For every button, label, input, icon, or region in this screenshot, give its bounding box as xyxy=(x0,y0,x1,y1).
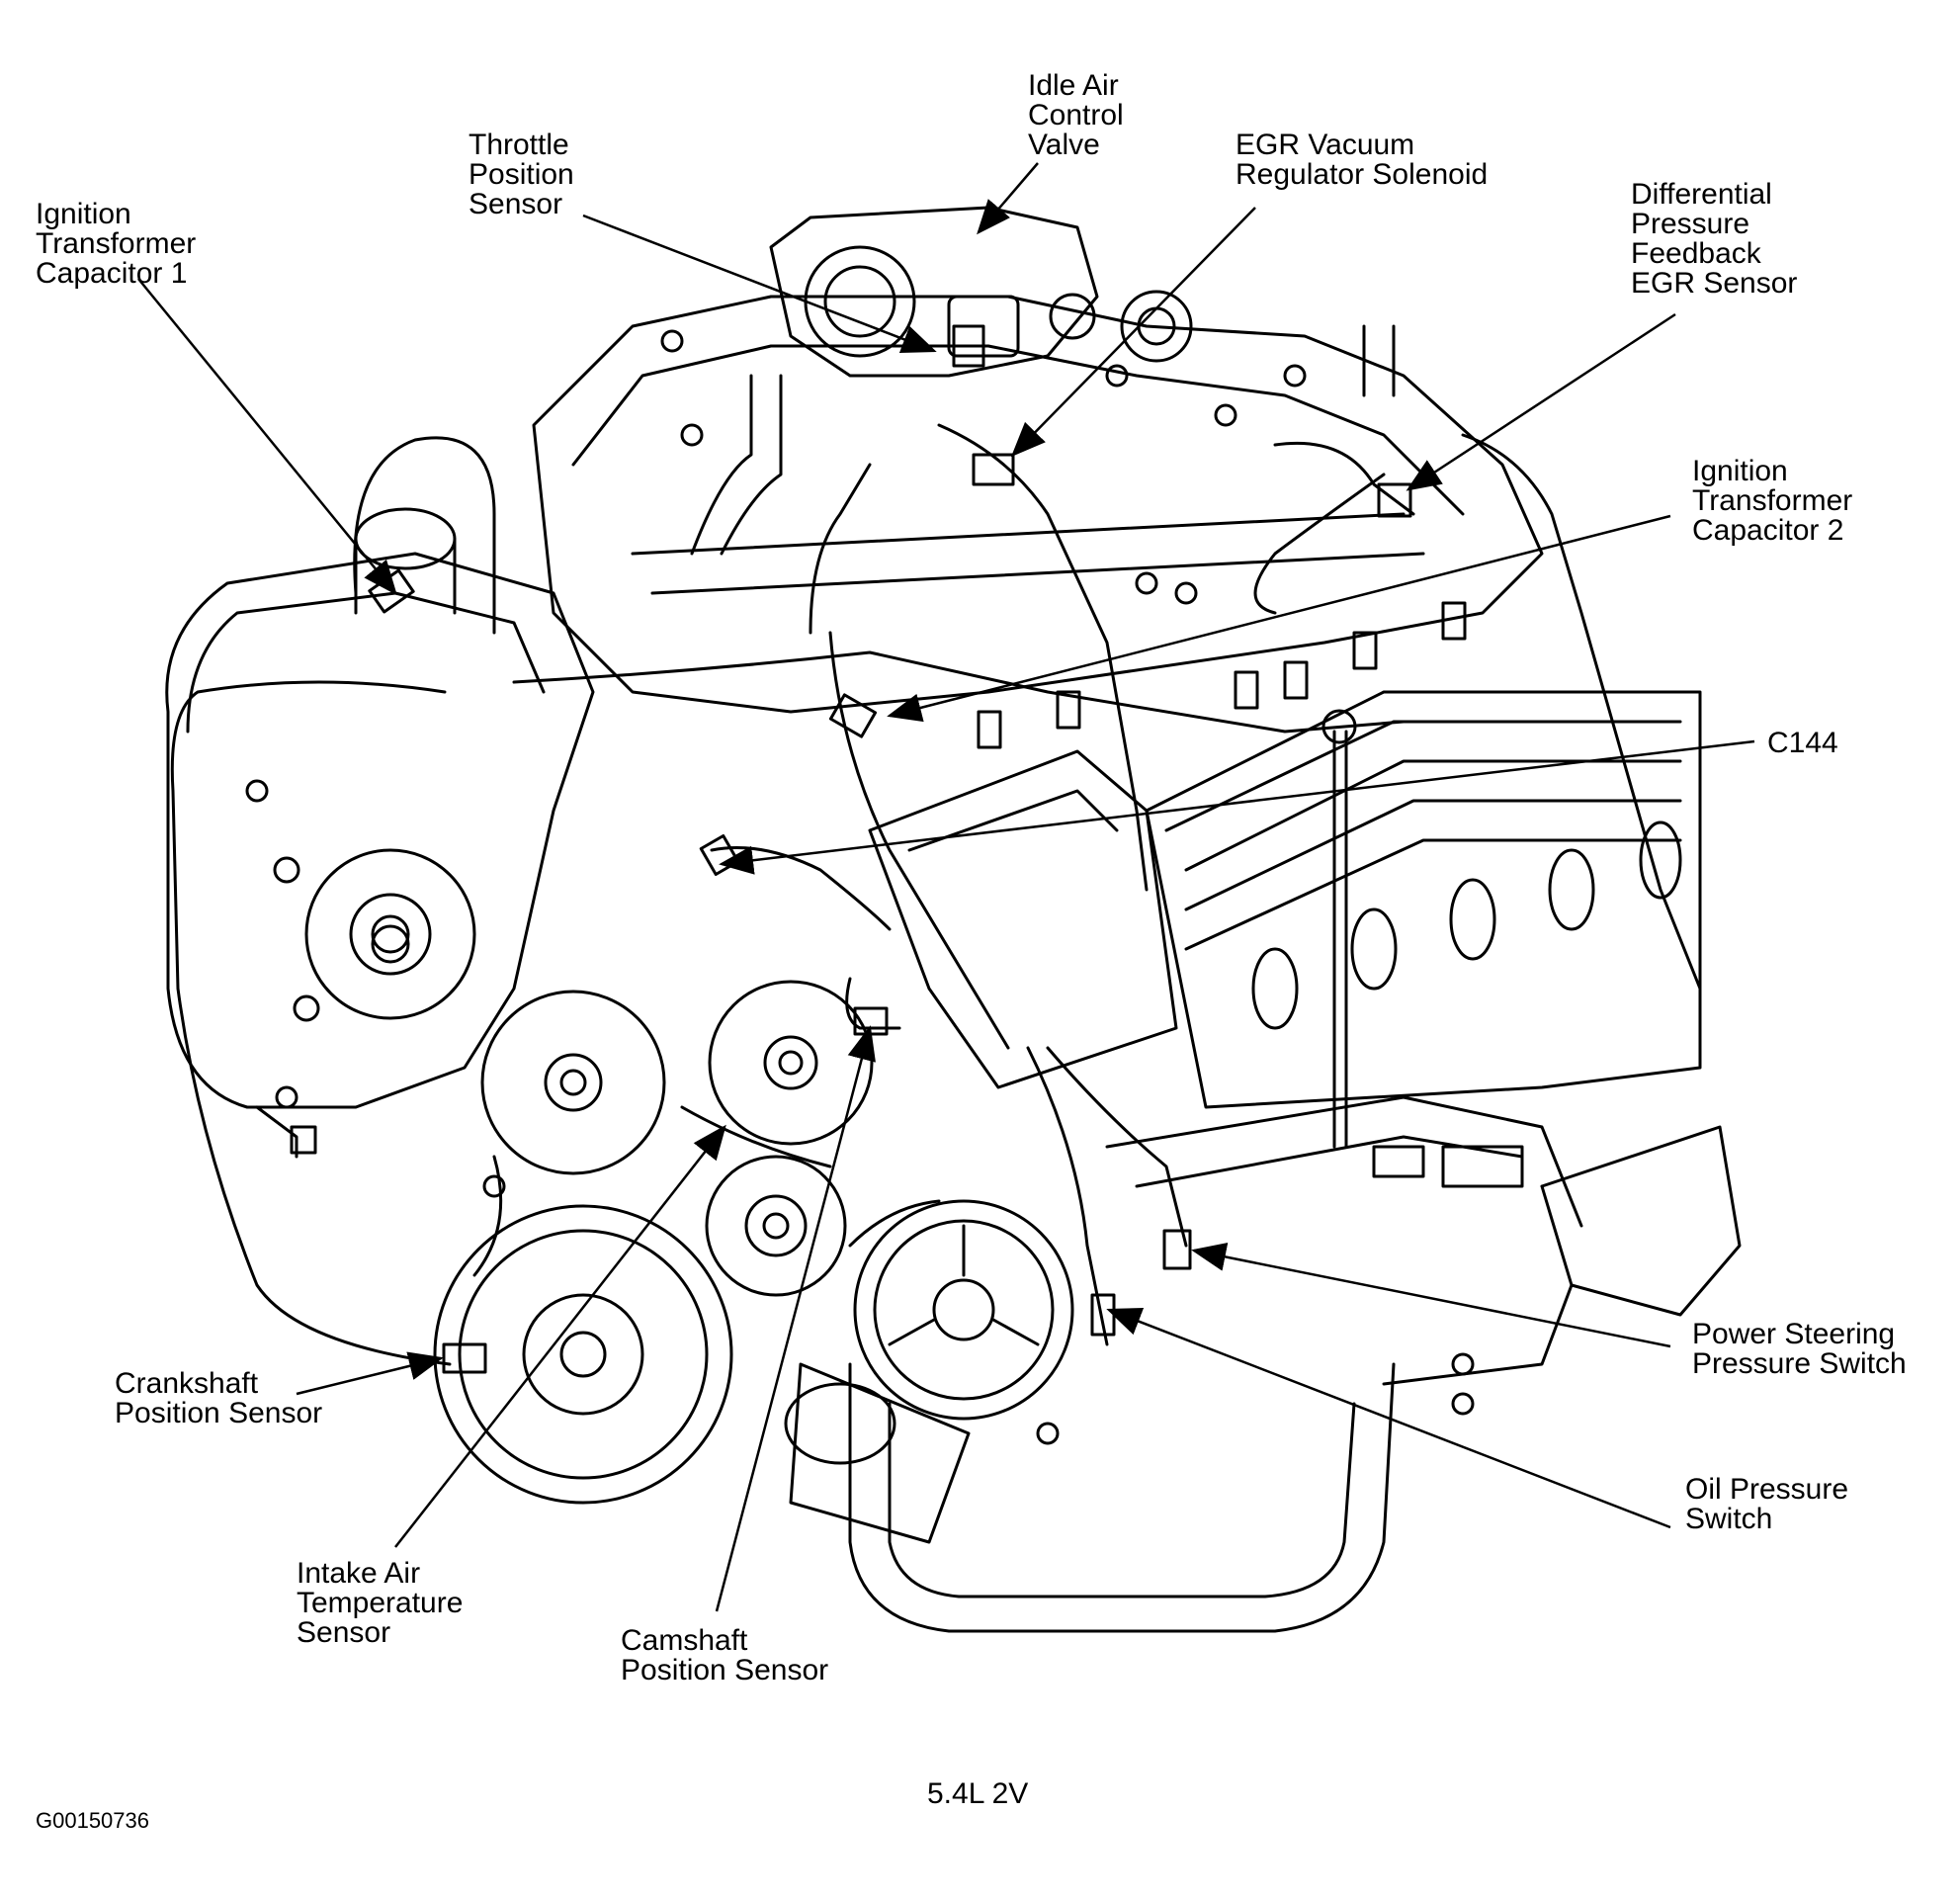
label-camshaft-position-sensor: Camshaft Position Sensor xyxy=(621,1624,829,1686)
leader-lines xyxy=(137,162,1755,1612)
leader-c144 xyxy=(719,739,1755,875)
leader-power-steering-switch xyxy=(1191,1243,1671,1348)
label-oil-pressure-switch: Oil Pressure Switch xyxy=(1685,1473,1849,1535)
leader-ignition-capacitor-2 xyxy=(887,514,1671,723)
leader-camshaft-position-sensor xyxy=(715,1025,876,1612)
leader-crankshaft-position-sensor xyxy=(296,1351,444,1396)
label-power-steering-pressure-switch: Power Steering Pressure Switch xyxy=(1692,1318,1907,1380)
diagram-caption: 5.4L 2V xyxy=(927,1777,1029,1810)
label-egr-vacuum-regulator-solenoid: EGR Vacuum Regulator Solenoid xyxy=(1236,129,1489,191)
engine-illustration xyxy=(165,206,1742,1633)
label-crankshaft-position-sensor: Crankshaft Position Sensor xyxy=(115,1367,323,1429)
leader-ignition-capacitor-1 xyxy=(137,278,397,596)
label-c144: C144 xyxy=(1767,727,1838,759)
leader-egr-vacuum-regulator xyxy=(1010,207,1256,458)
leader-idle-air-control-valve xyxy=(977,162,1039,235)
label-differential-pressure-feedback-egr-sensor: Differential Pressure Feedback EGR Senso… xyxy=(1631,178,1798,300)
figure-code: G00150736 xyxy=(36,1808,149,1833)
leader-oil-pressure-switch xyxy=(1106,1307,1671,1529)
leader-throttle-position-sensor xyxy=(582,214,937,354)
label-intake-air-temperature-sensor: Intake Air Temperature Sensor xyxy=(297,1557,464,1649)
leader-intake-air-temp-sensor xyxy=(394,1124,726,1548)
leader-differential-pressure-egr xyxy=(1406,312,1676,491)
label-ignition-transformer-capacitor-1: Ignition Transformer Capacitor 1 xyxy=(36,198,197,290)
label-throttle-position-sensor: Throttle Position Sensor xyxy=(469,129,574,220)
label-idle-air-control-valve: Idle Air Control Valve xyxy=(1028,69,1124,161)
label-ignition-transformer-capacitor-2: Ignition Transformer Capacitor 2 xyxy=(1692,455,1853,547)
